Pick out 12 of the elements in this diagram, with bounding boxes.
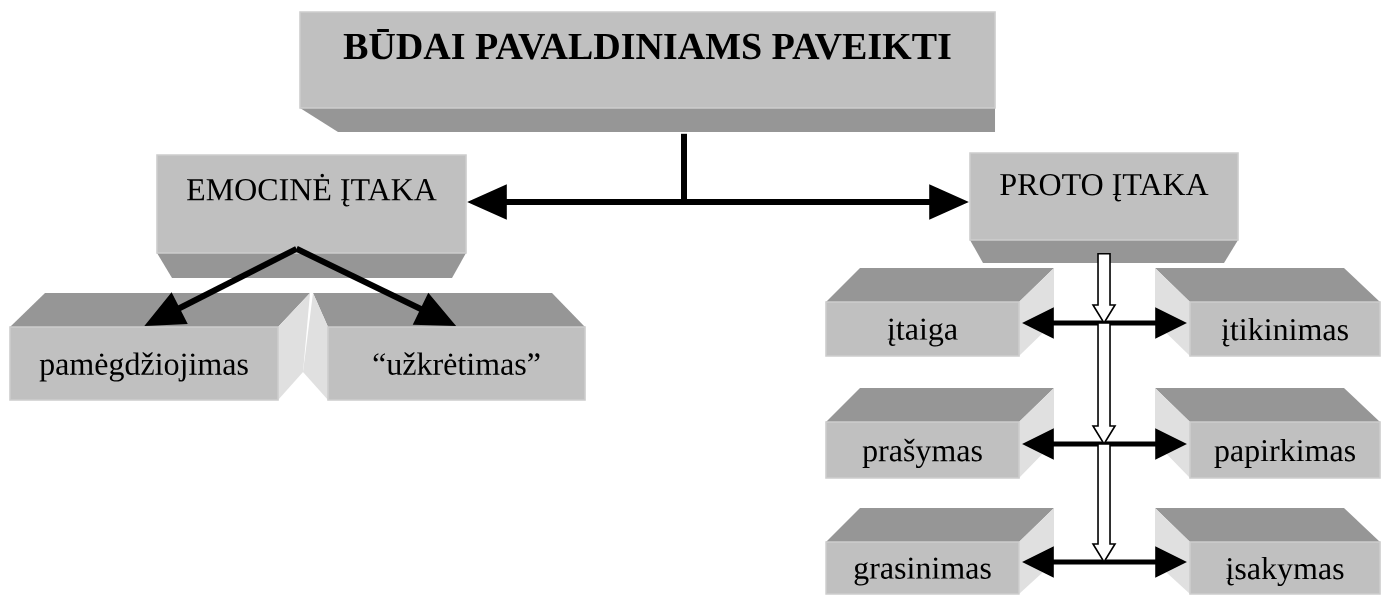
hollow-arrow: [1091, 253, 1117, 325]
block-box: pamėgdžiojimas: [9, 293, 310, 401]
title-box: BŪDAI PAVALDINIAMS PAVEIKTI: [299, 11, 996, 132]
block-box: EMOCINĖ ĮTAKA: [156, 154, 467, 278]
block-box: papirkimas: [1155, 388, 1381, 479]
block-box: “užkrėtimas”: [303, 293, 586, 401]
block-box: įtaiga: [825, 268, 1054, 357]
block-box: įtikinimas: [1155, 268, 1381, 357]
block-box: grasinimas: [825, 508, 1054, 595]
block-box: PROTO ĮTAKA: [969, 152, 1239, 263]
block-box: įsakymas: [1155, 508, 1381, 595]
block-box: prašymas: [825, 388, 1054, 479]
